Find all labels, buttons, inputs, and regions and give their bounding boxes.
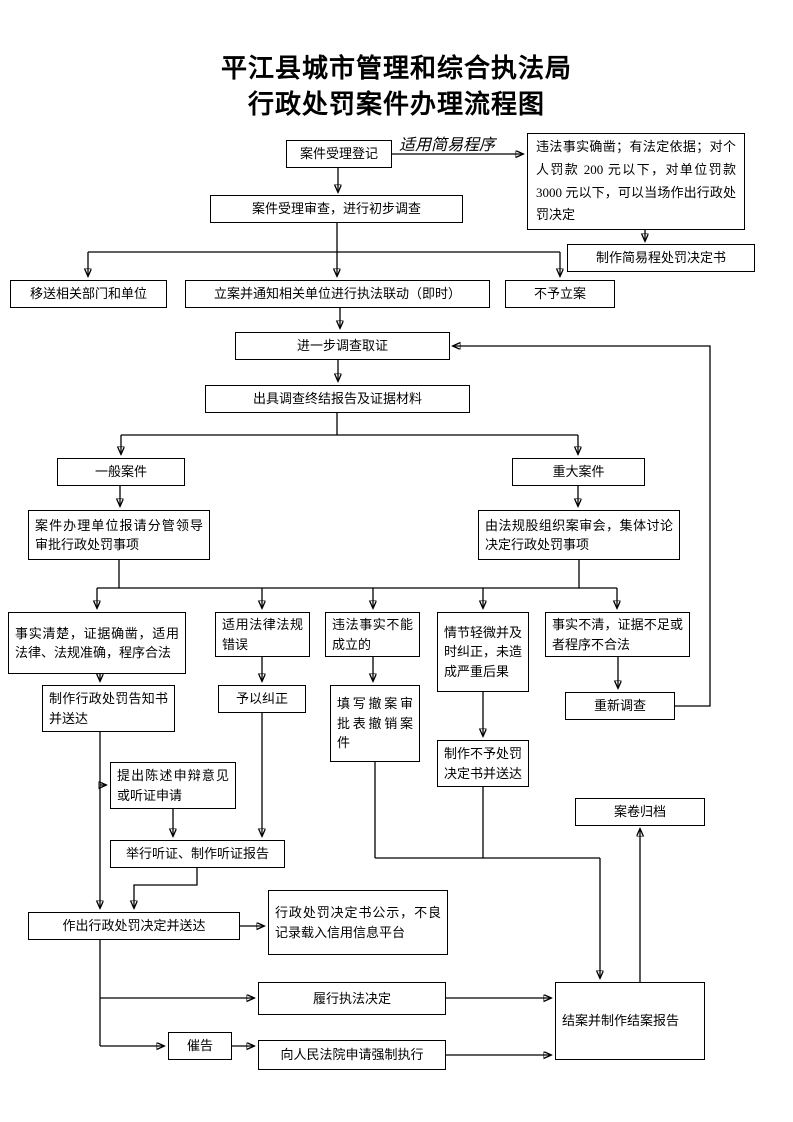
node-penalty-decision: 作出行政处罚决定并送达	[28, 912, 240, 940]
node-perform-decision: 履行执法决定	[258, 982, 446, 1015]
node-reinvestigate-label: 重新调查	[593, 698, 646, 714]
node-withdraw-case: 填写撤案审批表撤销案件	[330, 685, 420, 762]
node-urge-label: 催告	[186, 1038, 213, 1054]
node-no-penalty-label: 制作不予处罚决定书并送达	[444, 746, 523, 781]
node-court-enforcement: 向人民法院申请强制执行	[258, 1040, 446, 1070]
node-final-report: 出具调查终结报告及证据材料	[205, 385, 470, 413]
node-further-investigation: 进一步调查取证	[235, 332, 450, 360]
node-minor-violation: 情节轻微并及时纠正，未造成严重后果	[437, 612, 529, 692]
node-facts-unclear: 事实不清，证据不足或者程序不合法	[545, 612, 690, 657]
node-wrong-law-label: 适用法律法规错误	[222, 617, 303, 652]
node-transfer-label: 移送相关部门和单位	[29, 286, 147, 302]
node-further-investigation-label: 进一步调查取证	[296, 338, 388, 354]
node-penalty-decision-label: 作出行政处罚决定并送达	[62, 918, 206, 934]
node-facts-unclear-label: 事实不清，证据不足或者程序不合法	[552, 617, 683, 652]
node-case-registration-label: 案件受理登记	[299, 146, 378, 162]
node-major-case-label: 重大案件	[552, 464, 605, 480]
node-penalty-notice: 制作行政处罚告知书并送达	[42, 685, 175, 732]
node-case-registration: 案件受理登记	[286, 140, 392, 168]
node-urge: 催告	[168, 1032, 232, 1060]
page-title-line1: 平江县城市管理和综合执法局	[220, 54, 572, 84]
node-publicity-label: 行政处罚决定书公示，不良记录载入信用信息平台	[275, 905, 441, 940]
node-withdraw-case-label: 填写撤案审批表撤销案件	[337, 696, 413, 751]
node-general-approval: 案件办理单位报请分管领导审批行政处罚事项	[28, 510, 210, 560]
node-major-case: 重大案件	[512, 458, 645, 486]
node-hearing-label: 举行听证、制作听证报告	[125, 846, 269, 862]
node-archive-label: 案卷归档	[613, 804, 666, 820]
node-facts-clear-label: 事实清楚，证据确凿，适用法律、法规准确，程序合法	[15, 625, 179, 661]
node-correction: 予以纠正	[218, 685, 306, 713]
node-archive: 案卷归档	[575, 798, 705, 826]
node-facts-clear: 事实清楚，证据确凿，适用法律、法规准确，程序合法	[8, 612, 186, 674]
simple-procedure-label: 适用简易程序	[399, 137, 496, 154]
node-close-case: 结案并制作结案报告	[555, 982, 705, 1060]
node-perform-decision-label: 履行执法决定	[312, 990, 391, 1006]
node-file-case: 立案并通知相关单位进行执法联动（即时）	[185, 280, 490, 308]
node-final-report-label: 出具调查终结报告及证据材料	[252, 391, 422, 407]
node-file-case-label: 立案并通知相关单位进行执法联动（即时）	[213, 286, 461, 302]
node-simple-decision: 制作简易程处罚决定书	[567, 244, 755, 272]
node-wrong-law: 适用法律法规错误	[215, 612, 310, 657]
node-general-approval-label: 案件办理单位报请分管领导审批行政处罚事项	[35, 517, 203, 553]
node-major-review: 由法规股组织案审会，集体讨论决定行政处罚事项	[478, 510, 680, 560]
node-initial-review: 案件受理审查，进行初步调查	[210, 195, 463, 223]
node-facts-unfounded: 违法事实不能成立的	[325, 612, 420, 657]
node-no-case: 不予立案	[505, 280, 615, 308]
node-transfer: 移送相关部门和单位	[10, 280, 167, 308]
node-minor-violation-label: 情节轻微并及时纠正，未造成严重后果	[444, 624, 523, 679]
node-simple-condition: 违法事实确凿；有法定依据；对个人罚款 200 元以下，对单位罚款 3000 元以…	[527, 133, 745, 230]
node-court-enforcement-label: 向人民法院申请强制执行	[280, 1047, 424, 1063]
node-general-case-label: 一般案件	[94, 464, 147, 480]
page-title-line2: 行政处罚案件办理流程图	[247, 90, 545, 120]
node-publicity: 行政处罚决定书公示，不良记录载入信用信息平台	[268, 890, 448, 955]
node-penalty-notice-label: 制作行政处罚告知书并送达	[49, 691, 168, 726]
node-simple-decision-label: 制作简易程处罚决定书	[595, 250, 726, 266]
node-correction-label: 予以纠正	[235, 691, 288, 707]
node-major-review-label: 由法规股组织案审会，集体讨论决定行政处罚事项	[485, 517, 673, 553]
connector-hearing-decision	[134, 868, 198, 908]
node-hearing: 举行听证、制作听证报告	[110, 840, 285, 868]
node-statement-defense: 提出陈述申辩意见或听证申请	[110, 762, 236, 809]
node-initial-review-label: 案件受理审查，进行初步调查	[251, 201, 421, 217]
node-close-case-label: 结案并制作结案报告	[562, 1013, 680, 1029]
node-statement-defense-label: 提出陈述申辩意见或听证申请	[117, 768, 229, 803]
node-no-case-label: 不予立案	[533, 286, 586, 302]
node-general-case: 一般案件	[57, 458, 185, 486]
node-simple-condition-label: 违法事实确凿；有法定依据；对个人罚款 200 元以下，对单位罚款 3000 元以…	[536, 139, 736, 223]
node-facts-unfounded-label: 违法事实不能成立的	[332, 617, 413, 652]
node-reinvestigate: 重新调查	[565, 692, 675, 720]
node-no-penalty: 制作不予处罚决定书并送达	[437, 740, 529, 787]
